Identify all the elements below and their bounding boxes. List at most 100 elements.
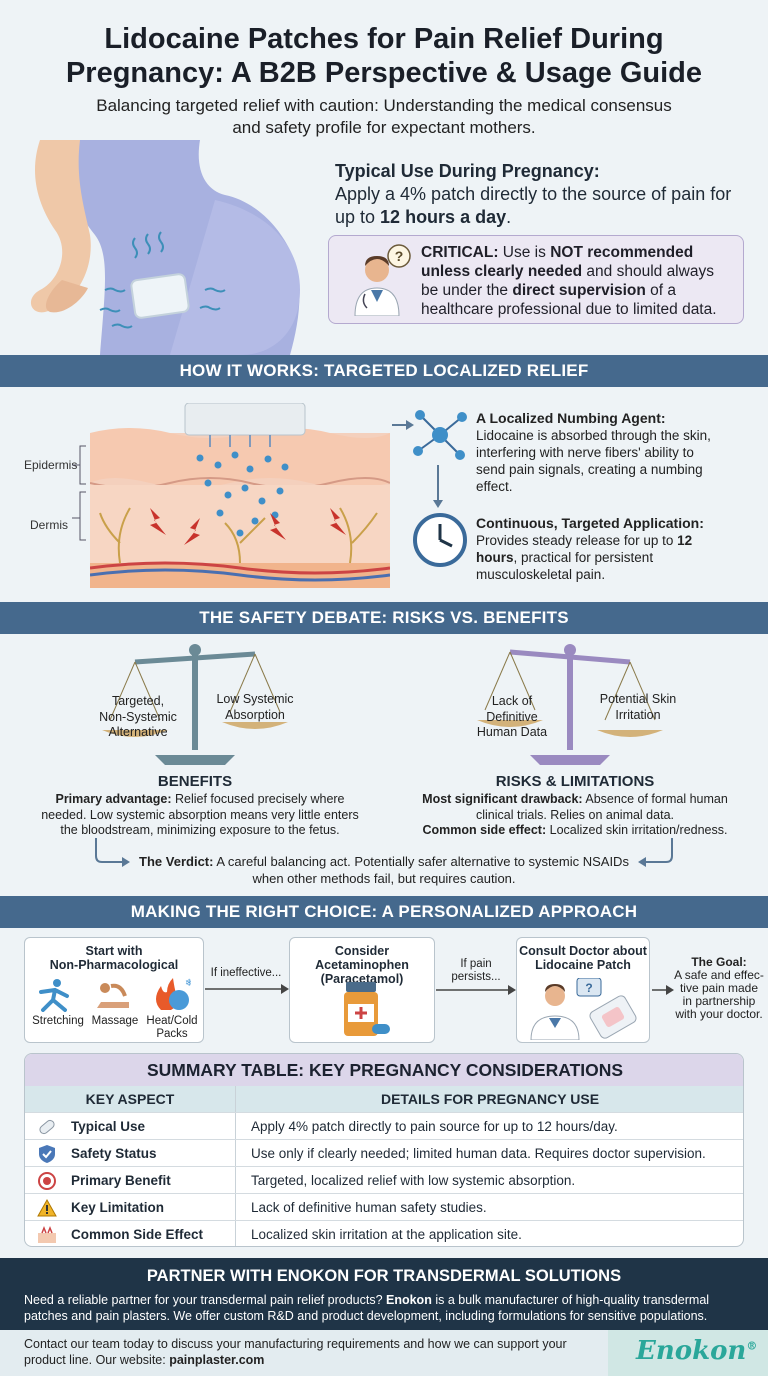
page-title: Lidocaine Patches for Pain Relief During… <box>0 22 768 90</box>
step3-title: Consult Doctor about Lidocaine Patch <box>517 944 649 972</box>
bandage-icon <box>39 1119 55 1135</box>
page-subtitle: Balancing targeted relief with caution: … <box>60 95 708 139</box>
partner-section: PARTNER WITH ENOKON FOR TRANSDERMAL SOLU… <box>0 1258 768 1330</box>
doctor-patch-icon: ? <box>530 978 637 1040</box>
benefit-pan-2-l1: Low Systemic <box>216 692 294 706</box>
risk-pan-2-l2: Irritation <box>615 707 661 722</box>
warning-icon <box>37 1198 57 1217</box>
typical-use-post: . <box>506 207 512 227</box>
risk-pan-1-l3: Human Data <box>476 725 548 739</box>
cont-l2-bold: hours <box>476 550 514 565</box>
arrow2-label: If pain persists... <box>436 958 516 984</box>
step3-l2: Lidocaine Patch <box>535 958 631 972</box>
cont-l1-pre: Provides steady release for up to <box>476 533 678 548</box>
row-aspect: Safety Status <box>71 1146 157 1161</box>
row-aspect: Typical Use <box>71 1119 146 1134</box>
risks-l2: clinical trials. Relies on animal data. <box>475 807 674 822</box>
goal-title: The Goal: <box>691 955 747 969</box>
critical-direct: direct supervision <box>512 282 646 299</box>
arrow2-icon <box>436 985 516 995</box>
table-row: Primary Benefit Targeted, localized reli… <box>25 1166 743 1193</box>
step-acetaminophen: Consider Acetaminophen (Paracetamol) <box>289 937 435 1043</box>
summary-table-title: SUMMARY TABLE: KEY PREGNANCY CONSIDERATI… <box>25 1054 743 1086</box>
risks-l1: Absence of formal human <box>582 792 728 806</box>
typical-use-line-1: Apply a 4% patch directly to the source … <box>335 184 732 204</box>
critical-label: CRITICAL: <box>421 244 499 261</box>
critical-t1: Use is <box>498 244 551 261</box>
step1-l2: Non-Pharmacological <box>49 958 179 972</box>
critical-not: NOT recommended <box>550 244 694 261</box>
cont-l2-post: , practical for persistent <box>513 550 654 565</box>
critical-warning-text: CRITICAL: Use is NOT recommended unless … <box>421 243 739 319</box>
agent-line-1: Lidocaine is absorbed through the skin, <box>476 428 711 443</box>
heat-cold-packs-icon: ❄ <box>156 978 191 1010</box>
pregnant-woman-illustration <box>30 140 300 355</box>
partner-p2: patches and pain plasters. We offer cust… <box>24 1309 708 1323</box>
partner-p1-pre: Need a reliable partner for your transde… <box>24 1293 386 1307</box>
benefit-pan-2: Low Systemic Absorption <box>205 692 305 723</box>
stretching-label: Stretching <box>32 1015 84 1027</box>
typical-use-heading: Typical Use During Pregnancy: <box>335 161 600 181</box>
step-consult-doctor: Consult Doctor about Lidocaine Patch ? <box>516 937 650 1043</box>
risks-scale-icon <box>477 644 663 765</box>
risks-l3: Localized skin irritation/redness. <box>546 823 728 837</box>
risk-pan-2: Potential Skin Irritation <box>586 692 690 723</box>
how-it-works-bar: HOW IT WORKS: TARGETED LOCALIZED RELIEF <box>0 355 768 387</box>
col-details: DETAILS FOR PREGNANCY USE <box>380 1091 600 1107</box>
verdict-arrows <box>95 838 673 867</box>
arrow2-l1: If pain <box>460 958 492 970</box>
verdict-l2: when other methods fail, but requires ca… <box>252 871 516 886</box>
goal-text: The Goal: A safe and effec- tive pain ma… <box>672 956 766 1021</box>
risks-body: Most significant drawback: Absence of fo… <box>400 792 750 839</box>
step3-l1: Consult Doctor about <box>519 944 647 958</box>
step2-l1: Consider Acetaminophen <box>315 944 409 972</box>
agent-line-4: effect. <box>476 479 513 494</box>
massage-label: Massage <box>91 1015 139 1027</box>
step1-title: Start with Non-Pharmacological <box>25 944 203 972</box>
safety-debate-bar: THE SAFETY DEBATE: RISKS VS. BENEFITS <box>0 602 768 634</box>
benefits-scale-icon <box>102 644 288 765</box>
table-row: Safety Status Use only if clearly needed… <box>25 1139 743 1166</box>
registered-mark: ® <box>746 1339 758 1353</box>
typical-use-pre: up to <box>335 207 381 227</box>
row-detail: Localized skin irritation at the applica… <box>251 1227 522 1242</box>
brand-bg <box>608 1330 768 1376</box>
benefit-pan-1-l3: Alternative <box>108 725 168 739</box>
row-detail: Apply 4% patch directly to pain source f… <box>251 1119 618 1134</box>
layer-bracket <box>72 445 86 541</box>
stretching-icon <box>39 979 69 1012</box>
goal-l1: A safe and effec- <box>674 968 764 982</box>
benefit-pan-1-l2: Non-Systemic <box>99 709 177 724</box>
step-non-pharmacological: Start with Non-Pharmacological ❄ Stretch… <box>24 937 204 1043</box>
clock-icon <box>413 513 467 567</box>
shield-icon <box>39 1145 55 1163</box>
verdict-bold: The Verdict: <box>139 854 214 869</box>
target-icon <box>38 1172 56 1190</box>
benefit-pan-1: Targeted, Non-Systemic Alternative <box>88 694 188 741</box>
heat-l1: Heat/Cold <box>146 1015 198 1027</box>
arrow1-label: If ineffective... <box>210 967 282 979</box>
heat-cold-label: Heat/Cold Packs <box>139 1015 205 1041</box>
typical-use-line-2: up to 12 hours a day. <box>335 206 755 229</box>
subtitle-line-1: Balancing targeted relief with caution: … <box>96 96 672 115</box>
agent-title: A Localized Numbing Agent: <box>476 410 666 426</box>
heat-l2: Packs <box>156 1028 188 1040</box>
row-detail: Use only if clearly needed; limited huma… <box>251 1146 706 1161</box>
website-link[interactable]: painplaster.com <box>169 1353 265 1367</box>
pill-bottle-icon <box>344 982 390 1036</box>
skin-cross-section-illustration <box>90 403 390 588</box>
benefits-l2: needed. Low systemic absorption means ve… <box>41 807 359 822</box>
arrow1-icon <box>205 984 289 994</box>
cont-title: Continuous, Targeted Application: <box>476 515 704 531</box>
critical-warning-box: ? CRITICAL: Use is NOT recommended unles… <box>328 235 744 324</box>
doctor-question-icon: ? <box>354 244 411 316</box>
risk-pan-1: Lack of Definitive Human Data <box>462 694 562 741</box>
benefits-body: Primary advantage: Relief focused precis… <box>18 792 382 839</box>
row-detail: Lack of definitive human safety studies. <box>251 1200 487 1215</box>
localized-agent-text: A Localized Numbing Agent: Lidocaine is … <box>476 410 761 495</box>
agent-line-2: interfering with nerve fibers' ability t… <box>476 445 694 460</box>
title-line-2: Pregnancy: A B2B Perspective & Usage Gui… <box>65 57 703 89</box>
row-aspect: Common Side Effect <box>71 1227 204 1242</box>
benefits-title: BENEFITS <box>157 773 233 790</box>
risks-bold-1: Most significant drawback: <box>422 792 583 806</box>
